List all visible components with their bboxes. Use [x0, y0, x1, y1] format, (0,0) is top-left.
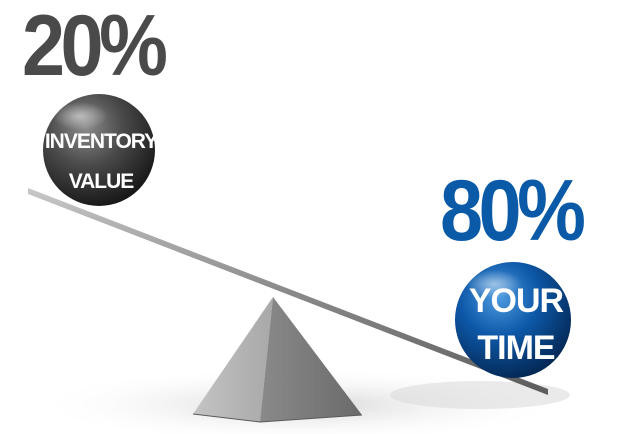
inventory-label: INVENTORY — [45, 130, 158, 153]
inventory-value-percent: 20% — [22, 0, 168, 94]
blue-sphere-icon: YOUR TIME — [455, 262, 571, 378]
right-ball-highlight — [466, 270, 522, 298]
value-label: VALUE — [69, 170, 135, 193]
right-ball-shadow — [390, 381, 570, 409]
fulcrum-left-face — [193, 297, 273, 422]
your-time-percent: 80% — [440, 163, 586, 259]
fulcrum-base-edge — [192, 413, 363, 423]
time-label: TIME — [477, 329, 555, 367]
fulcrum-right-face — [260, 297, 362, 422]
pyramid-fulcrum-icon — [192, 297, 363, 423]
your-label: YOUR — [469, 282, 564, 320]
seesaw-beam — [28, 188, 548, 395]
left-ball-highlight — [52, 102, 108, 130]
dark-sphere-icon: INVENTORY VALUE — [43, 94, 159, 206]
